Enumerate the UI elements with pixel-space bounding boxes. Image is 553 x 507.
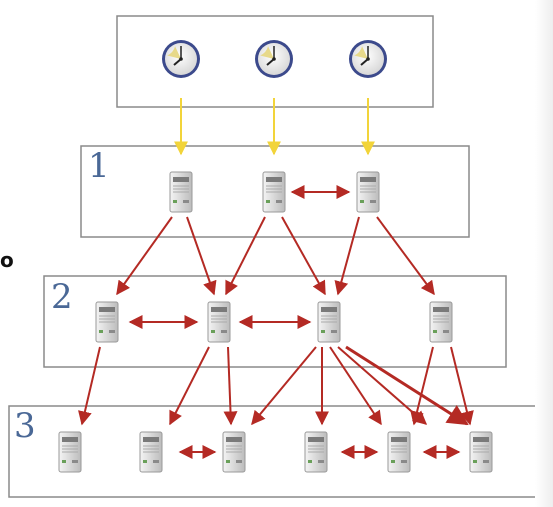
sync-link xyxy=(251,346,317,426)
server-icon xyxy=(429,301,453,343)
sync-link xyxy=(450,346,474,426)
cropped-margin-text: or xyxy=(0,248,14,272)
server-icon xyxy=(262,171,286,213)
clock-icon xyxy=(254,39,294,79)
stratum-1-label: 1 xyxy=(88,146,110,186)
server-icon xyxy=(169,171,193,213)
server-icon xyxy=(95,301,119,343)
server-icon xyxy=(304,431,328,473)
stratum-3-label: 3 xyxy=(14,406,36,446)
right-edge-shadow xyxy=(535,0,553,507)
sync-link xyxy=(376,216,435,296)
server-icon xyxy=(387,431,411,473)
sync-link xyxy=(410,346,434,426)
sync-links xyxy=(78,185,474,459)
sync-link xyxy=(225,216,266,296)
sync-link xyxy=(223,346,238,426)
clock-icon xyxy=(161,39,201,79)
sync-link xyxy=(169,346,210,426)
sync-link xyxy=(116,216,173,296)
server-icon xyxy=(469,431,493,473)
reference-links xyxy=(174,98,375,156)
sync-link xyxy=(281,216,326,296)
sync-link xyxy=(186,216,217,296)
sync-link xyxy=(345,345,469,426)
stratum-2-label: 2 xyxy=(51,277,73,317)
server-icon xyxy=(58,431,82,473)
server-icon xyxy=(207,301,231,343)
server-icon xyxy=(356,171,380,213)
sync-link xyxy=(329,346,382,426)
server-icon xyxy=(317,301,341,343)
sync-link xyxy=(78,346,101,426)
clock-icon xyxy=(348,39,388,79)
sync-link xyxy=(334,216,360,296)
server-icon xyxy=(139,431,163,473)
server-icon xyxy=(222,431,246,473)
stratum-1-box xyxy=(80,145,470,238)
